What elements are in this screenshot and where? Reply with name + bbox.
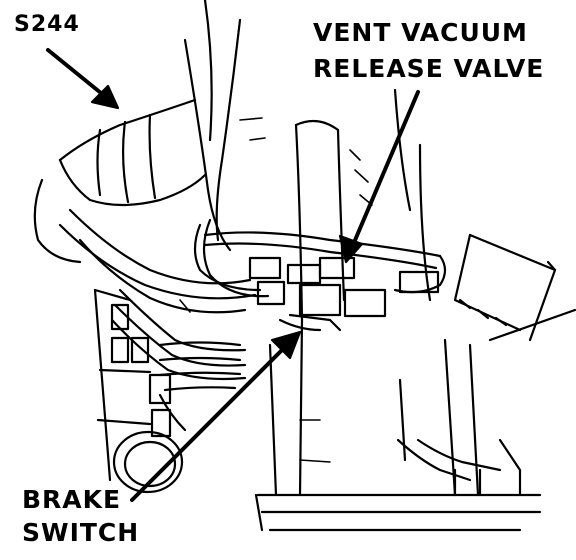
arrow-brake-switch bbox=[130, 330, 302, 502]
right-bracket bbox=[393, 88, 576, 342]
side-panel bbox=[93, 288, 172, 482]
brake-switch-label-line2: SWITCH bbox=[22, 518, 140, 547]
brake-switch-label-line1: BRAKE bbox=[22, 485, 122, 514]
dash-upper-panel bbox=[183, 0, 242, 252]
switch-cluster bbox=[248, 256, 440, 332]
s244-label: S244 bbox=[14, 12, 80, 37]
brake-pedal-arm bbox=[254, 119, 542, 532]
lower-harness-bundle bbox=[110, 288, 247, 432]
vent-valve-label-line1: VENT VACUUM bbox=[313, 18, 528, 47]
texture-strokes bbox=[179, 117, 373, 463]
round-connector bbox=[112, 430, 184, 494]
accelerator-pedal bbox=[396, 338, 522, 497]
pedal-support-boot bbox=[33, 98, 207, 264]
arrow-vent-valve bbox=[338, 90, 420, 264]
vent-valve-label-line2: RELEASE VALVE bbox=[313, 54, 545, 83]
wire-harness bbox=[58, 208, 447, 314]
arrow-s244 bbox=[46, 48, 120, 110]
